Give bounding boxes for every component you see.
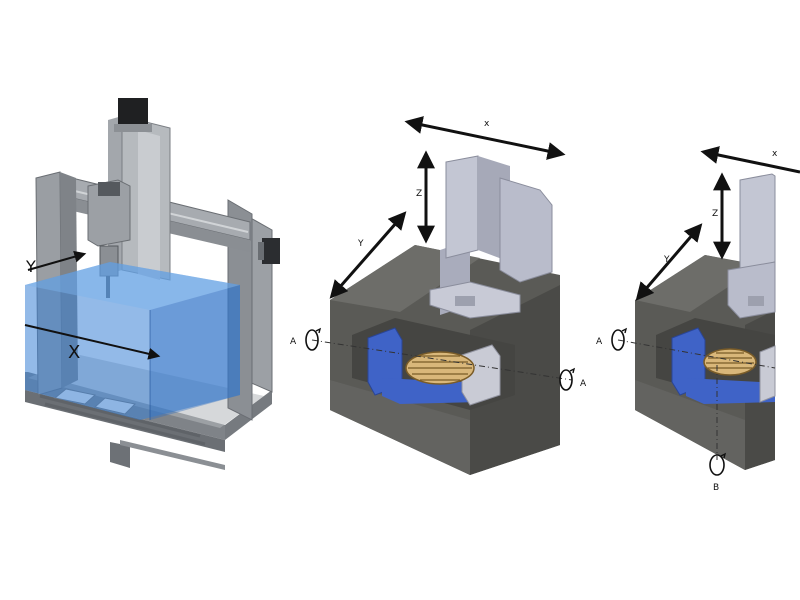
x-axis-label: x: [484, 119, 490, 129]
a-axis-centerline: [617, 339, 776, 369]
y-axis-arrow: [635, 223, 703, 301]
b-rotation-icon: [709, 454, 725, 476]
tailstock: [759, 345, 776, 403]
five-axis-machine: A B x Z Y: [596, 146, 800, 493]
four-axis-machine: A A x Z Y: [290, 116, 587, 475]
x-axis-label: x: [772, 149, 778, 159]
y-axis-label: Y: [25, 257, 36, 276]
spindle-column: [739, 173, 776, 271]
a-axis-label-left: A: [290, 337, 297, 347]
spindle-head: [727, 261, 776, 319]
y-axis-arrow: [329, 211, 407, 299]
x-axis-arrow: [404, 116, 566, 160]
tailstock: [461, 344, 501, 406]
y-axis-label: Y: [357, 239, 364, 249]
x-axis-arrow: [700, 146, 800, 174]
three-axis-cnc-router: X Y: [24, 98, 280, 470]
z-axis-label: Z: [416, 189, 422, 199]
rotary-table-base: [382, 378, 480, 404]
x-axis-label: X: [68, 342, 80, 363]
a-rotation-icon-left: [305, 329, 319, 351]
x-axis-arrow: [24, 324, 161, 360]
y-axis-motor: [262, 238, 280, 264]
b-axis-label: B: [713, 483, 719, 493]
z-axis-label: Z: [712, 209, 718, 219]
rotary-table-base: [686, 378, 775, 404]
spindle-column: [445, 155, 479, 259]
a-axis-centerline: [311, 339, 573, 381]
a-axis-label-right: A: [580, 379, 587, 389]
work-envelope: [25, 262, 240, 420]
spindle-head: [499, 177, 553, 283]
z-axis-motor: [118, 98, 148, 126]
a-axis-label: A: [596, 337, 603, 347]
base-foot: [110, 442, 130, 468]
a-rotation-icon-right: [559, 369, 573, 391]
y-axis-label: Y: [663, 255, 670, 265]
spindle-carriage: [87, 179, 131, 247]
a-rotation-icon: [611, 329, 625, 351]
y-axis-arrow: [27, 250, 87, 271]
